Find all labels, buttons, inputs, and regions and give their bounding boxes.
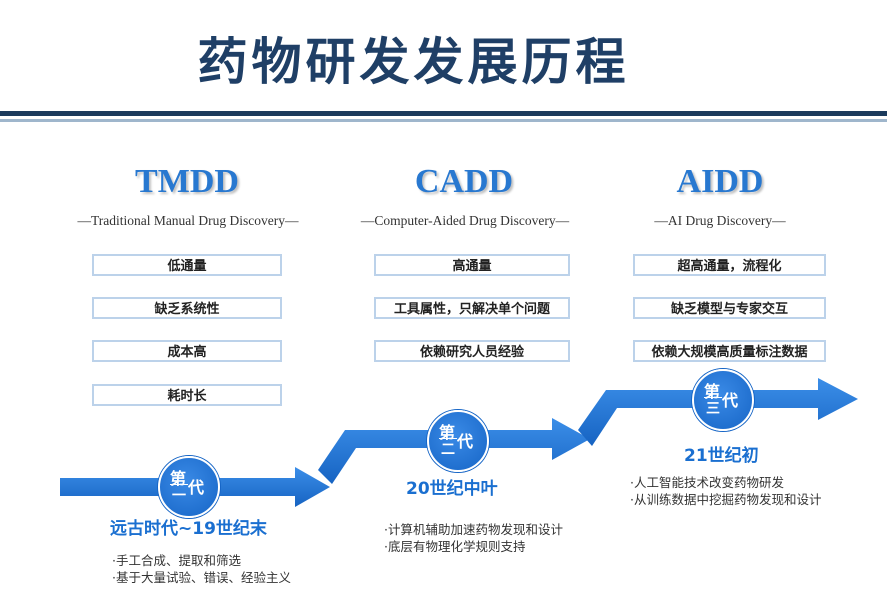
timeline-arrow-segment-3 <box>578 378 858 446</box>
era-title-aidd: AIDD <box>676 163 764 200</box>
bullet-item: ·人工智能技术改变药物研发 <box>630 475 784 490</box>
header-divider-light <box>0 119 887 122</box>
feature-box: 耗时长 <box>92 384 282 406</box>
bullet-item: ·手工合成、提取和筛选 <box>112 553 241 568</box>
feature-box: 依赖大规模高质量标注数据 <box>633 340 826 362</box>
generation-underline <box>439 438 457 439</box>
feature-box: 超高通量，流程化 <box>633 254 826 276</box>
feature-box: 高通量 <box>374 254 570 276</box>
generation-char: 代 <box>457 432 474 451</box>
feature-box: 工具属性，只解决单个问题 <box>374 297 570 319</box>
era-title-tmdd: TMDD <box>135 163 239 200</box>
generation-badge-1: 第 一 代 <box>158 456 220 518</box>
page-title: 药物研发发展历程 <box>197 33 630 91</box>
feature-box: 缺乏模型与专家交互 <box>633 297 826 319</box>
header-divider <box>0 111 887 116</box>
generation-underline <box>704 397 722 398</box>
generation-underline <box>170 484 188 485</box>
era-subtitle-aidd: —AI Drug Discovery— <box>654 213 786 228</box>
generation-badge-2: 第 二 代 <box>427 410 489 472</box>
generation-char: 第 <box>439 423 456 442</box>
generation-char: 三 <box>706 401 720 417</box>
generation-char: 第 <box>704 382 721 401</box>
bullet-item: ·基于大量试验、错误、经验主义 <box>112 570 291 585</box>
feature-box: 成本高 <box>92 340 282 362</box>
generation-char: 第 <box>170 469 187 488</box>
generation-char: 二 <box>441 442 455 458</box>
generation-char: 一 <box>172 488 186 504</box>
period-label-3: 21世纪初 <box>684 446 759 466</box>
feature-box: 低通量 <box>92 254 282 276</box>
feature-box: 缺乏系统性 <box>92 297 282 319</box>
generation-char: 代 <box>188 478 205 497</box>
bullet-item: ·计算机辅助加速药物发现和设计 <box>384 522 563 537</box>
feature-box: 依赖研究人员经验 <box>374 340 570 362</box>
era-subtitle-tmdd: —Traditional Manual Drug Discovery— <box>77 213 299 228</box>
timeline-arrow-segment-2 <box>318 418 590 484</box>
era-title-cadd: CADD <box>414 163 514 200</box>
generation-char: 代 <box>722 391 739 410</box>
generation-badge-3: 第 三 代 <box>692 369 754 431</box>
era-subtitle-cadd: —Computer-Aided Drug Discovery— <box>360 213 570 228</box>
bullet-item: ·从训练数据中挖掘药物发现和设计 <box>630 492 822 507</box>
period-label-2: 20世纪中叶 <box>406 479 498 499</box>
bullet-item: ·底层有物理化学规则支持 <box>384 539 526 554</box>
period-label-1: 远古时代~19世纪末 <box>110 519 267 539</box>
